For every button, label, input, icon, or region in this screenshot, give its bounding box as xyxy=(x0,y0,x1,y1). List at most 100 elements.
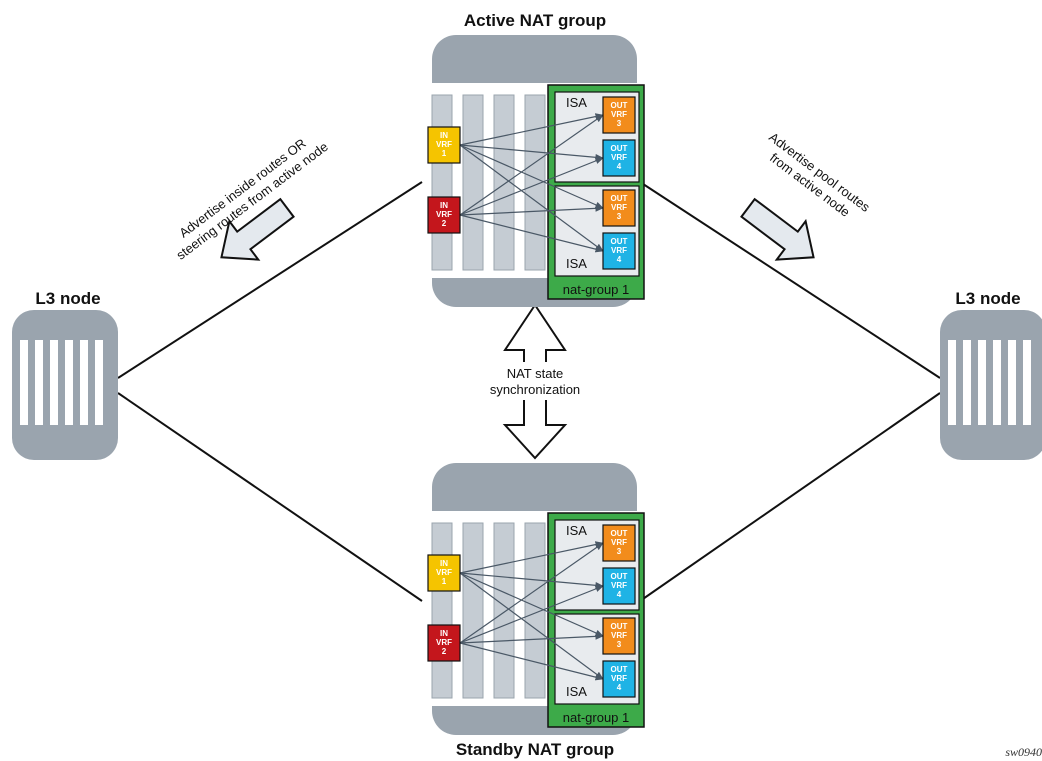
standby-link-in1-out1 xyxy=(459,541,604,574)
active-out-vrf-1-label-1: OUT xyxy=(611,101,628,110)
standby-link-in2-out3 xyxy=(459,633,604,644)
standby-link-in1-out4 xyxy=(459,572,604,680)
link-left-node-to-active xyxy=(117,181,423,379)
active-out-vrf-2-label-2: VRF xyxy=(611,153,627,162)
sync-label-line-1: NAT state xyxy=(507,366,564,381)
active-link-in2-out3 xyxy=(459,205,604,216)
standby-nat-group-label: nat-group 1 xyxy=(563,710,630,725)
active-nat-group-label: nat-group 1 xyxy=(563,282,630,297)
active-out-vrf-1-label-3: 3 xyxy=(617,119,622,128)
left-l3-node xyxy=(12,310,118,460)
active-slot-2 xyxy=(462,94,484,271)
active-out-vrf-4-label-2: VRF xyxy=(611,246,627,255)
standby-slot-1 xyxy=(431,522,453,699)
standby-link-in2-out4 xyxy=(459,642,604,681)
standby-out-vrf-3-label-2: VRF xyxy=(611,631,627,640)
standby-vrf-links xyxy=(459,541,604,681)
standby-link-in2-out1 xyxy=(459,542,604,644)
active-link-in2-out1 xyxy=(459,114,604,216)
standby-out-vrf-1-label-3: 3 xyxy=(617,547,622,556)
standby-out-vrf-3-label-1: OUT xyxy=(611,622,628,631)
standby-out-vrf-4-label-1: OUT xyxy=(611,665,628,674)
active-in-vrf-1-label-3: 1 xyxy=(442,149,447,158)
standby-out-vrf-2-label-2: VRF xyxy=(611,581,627,590)
standby-link-in2-out2 xyxy=(459,585,604,644)
standby-isa-1-label: ISA xyxy=(566,523,587,538)
link-left-node-to-standby xyxy=(117,392,423,602)
active-slot-3 xyxy=(493,94,515,271)
standby-out-vrf-1-label-2: VRF xyxy=(611,538,627,547)
active-link-in2-out2 xyxy=(459,157,604,216)
standby-in-vrf-2-label-3: 2 xyxy=(442,647,447,656)
standby-out-vrf-4-label-2: VRF xyxy=(611,674,627,683)
standby-in-vrf-2-label-2: VRF xyxy=(436,638,452,647)
standby-slot-2 xyxy=(462,522,484,699)
active-link-in1-out1 xyxy=(459,113,604,146)
left-node-slots xyxy=(20,340,103,425)
active-link-in2-out4 xyxy=(459,214,604,253)
standby-slot-3 xyxy=(493,522,515,699)
active-group-title: Active NAT group xyxy=(464,11,606,30)
active-link-in1-out3 xyxy=(459,144,604,209)
active-out-vrf-2-label-3: 4 xyxy=(617,162,622,171)
right-advertise-arrow xyxy=(740,197,815,261)
active-link-in1-out4 xyxy=(459,144,604,252)
active-isa-1-label: ISA xyxy=(566,95,587,110)
standby-out-vrf-3-label-3: 3 xyxy=(617,640,622,649)
figure-id: sw0940 xyxy=(1005,745,1042,759)
left-arrow-label-line-1: Advertise inside routes OR xyxy=(176,135,309,240)
active-in-vrf-2-label-1: IN xyxy=(440,201,448,210)
link-right-node-to-standby xyxy=(639,392,941,602)
active-out-vrf-4-label-3: 4 xyxy=(617,255,622,264)
active-out-vrf-3-label-3: 3 xyxy=(617,212,622,221)
right-node-slots xyxy=(948,340,1031,425)
standby-link-in1-out2 xyxy=(459,572,604,589)
standby-out-vrf-1-label-1: OUT xyxy=(611,529,628,538)
active-out-vrf-1-label-2: VRF xyxy=(611,110,627,119)
active-slot-1 xyxy=(431,94,453,271)
right-node-title: L3 node xyxy=(955,289,1020,308)
right-l3-node xyxy=(940,310,1042,460)
link-lines xyxy=(117,181,941,602)
active-vrf-links xyxy=(459,113,604,253)
left-advertise-arrow xyxy=(220,197,295,261)
standby-in-vrf-1-label-2: VRF xyxy=(436,568,452,577)
standby-in-vrf-2-label-1: IN xyxy=(440,629,448,638)
active-in-vrf-2-label-3: 2 xyxy=(442,219,447,228)
standby-in-vrf-1-label-3: 1 xyxy=(442,577,447,586)
active-isa-2-label: ISA xyxy=(566,256,587,271)
active-out-vrf-3-label-1: OUT xyxy=(611,194,628,203)
active-in-vrf-1-label-2: VRF xyxy=(436,140,452,149)
standby-out-vrf-4-label-3: 4 xyxy=(617,683,622,692)
standby-link-in1-out3 xyxy=(459,572,604,637)
active-out-vrf-4-label-1: OUT xyxy=(611,237,628,246)
standby-isa-2-label: ISA xyxy=(566,684,587,699)
left-node-title: L3 node xyxy=(35,289,100,308)
active-in-vrf-2-label-2: VRF xyxy=(436,210,452,219)
active-in-vrf-1-label-1: IN xyxy=(440,131,448,140)
standby-group-title: Standby NAT group xyxy=(456,740,614,759)
standby-in-vrf-1-label-1: IN xyxy=(440,559,448,568)
standby-out-vrf-2-label-3: 4 xyxy=(617,590,622,599)
active-link-in1-out2 xyxy=(459,144,604,161)
link-right-node-to-active xyxy=(639,181,941,379)
active-out-vrf-2-label-1: OUT xyxy=(611,144,628,153)
standby-out-vrf-2-label-1: OUT xyxy=(611,572,628,581)
sync-double-arrow: NAT state synchronization xyxy=(470,303,600,460)
active-out-vrf-3-label-2: VRF xyxy=(611,203,627,212)
